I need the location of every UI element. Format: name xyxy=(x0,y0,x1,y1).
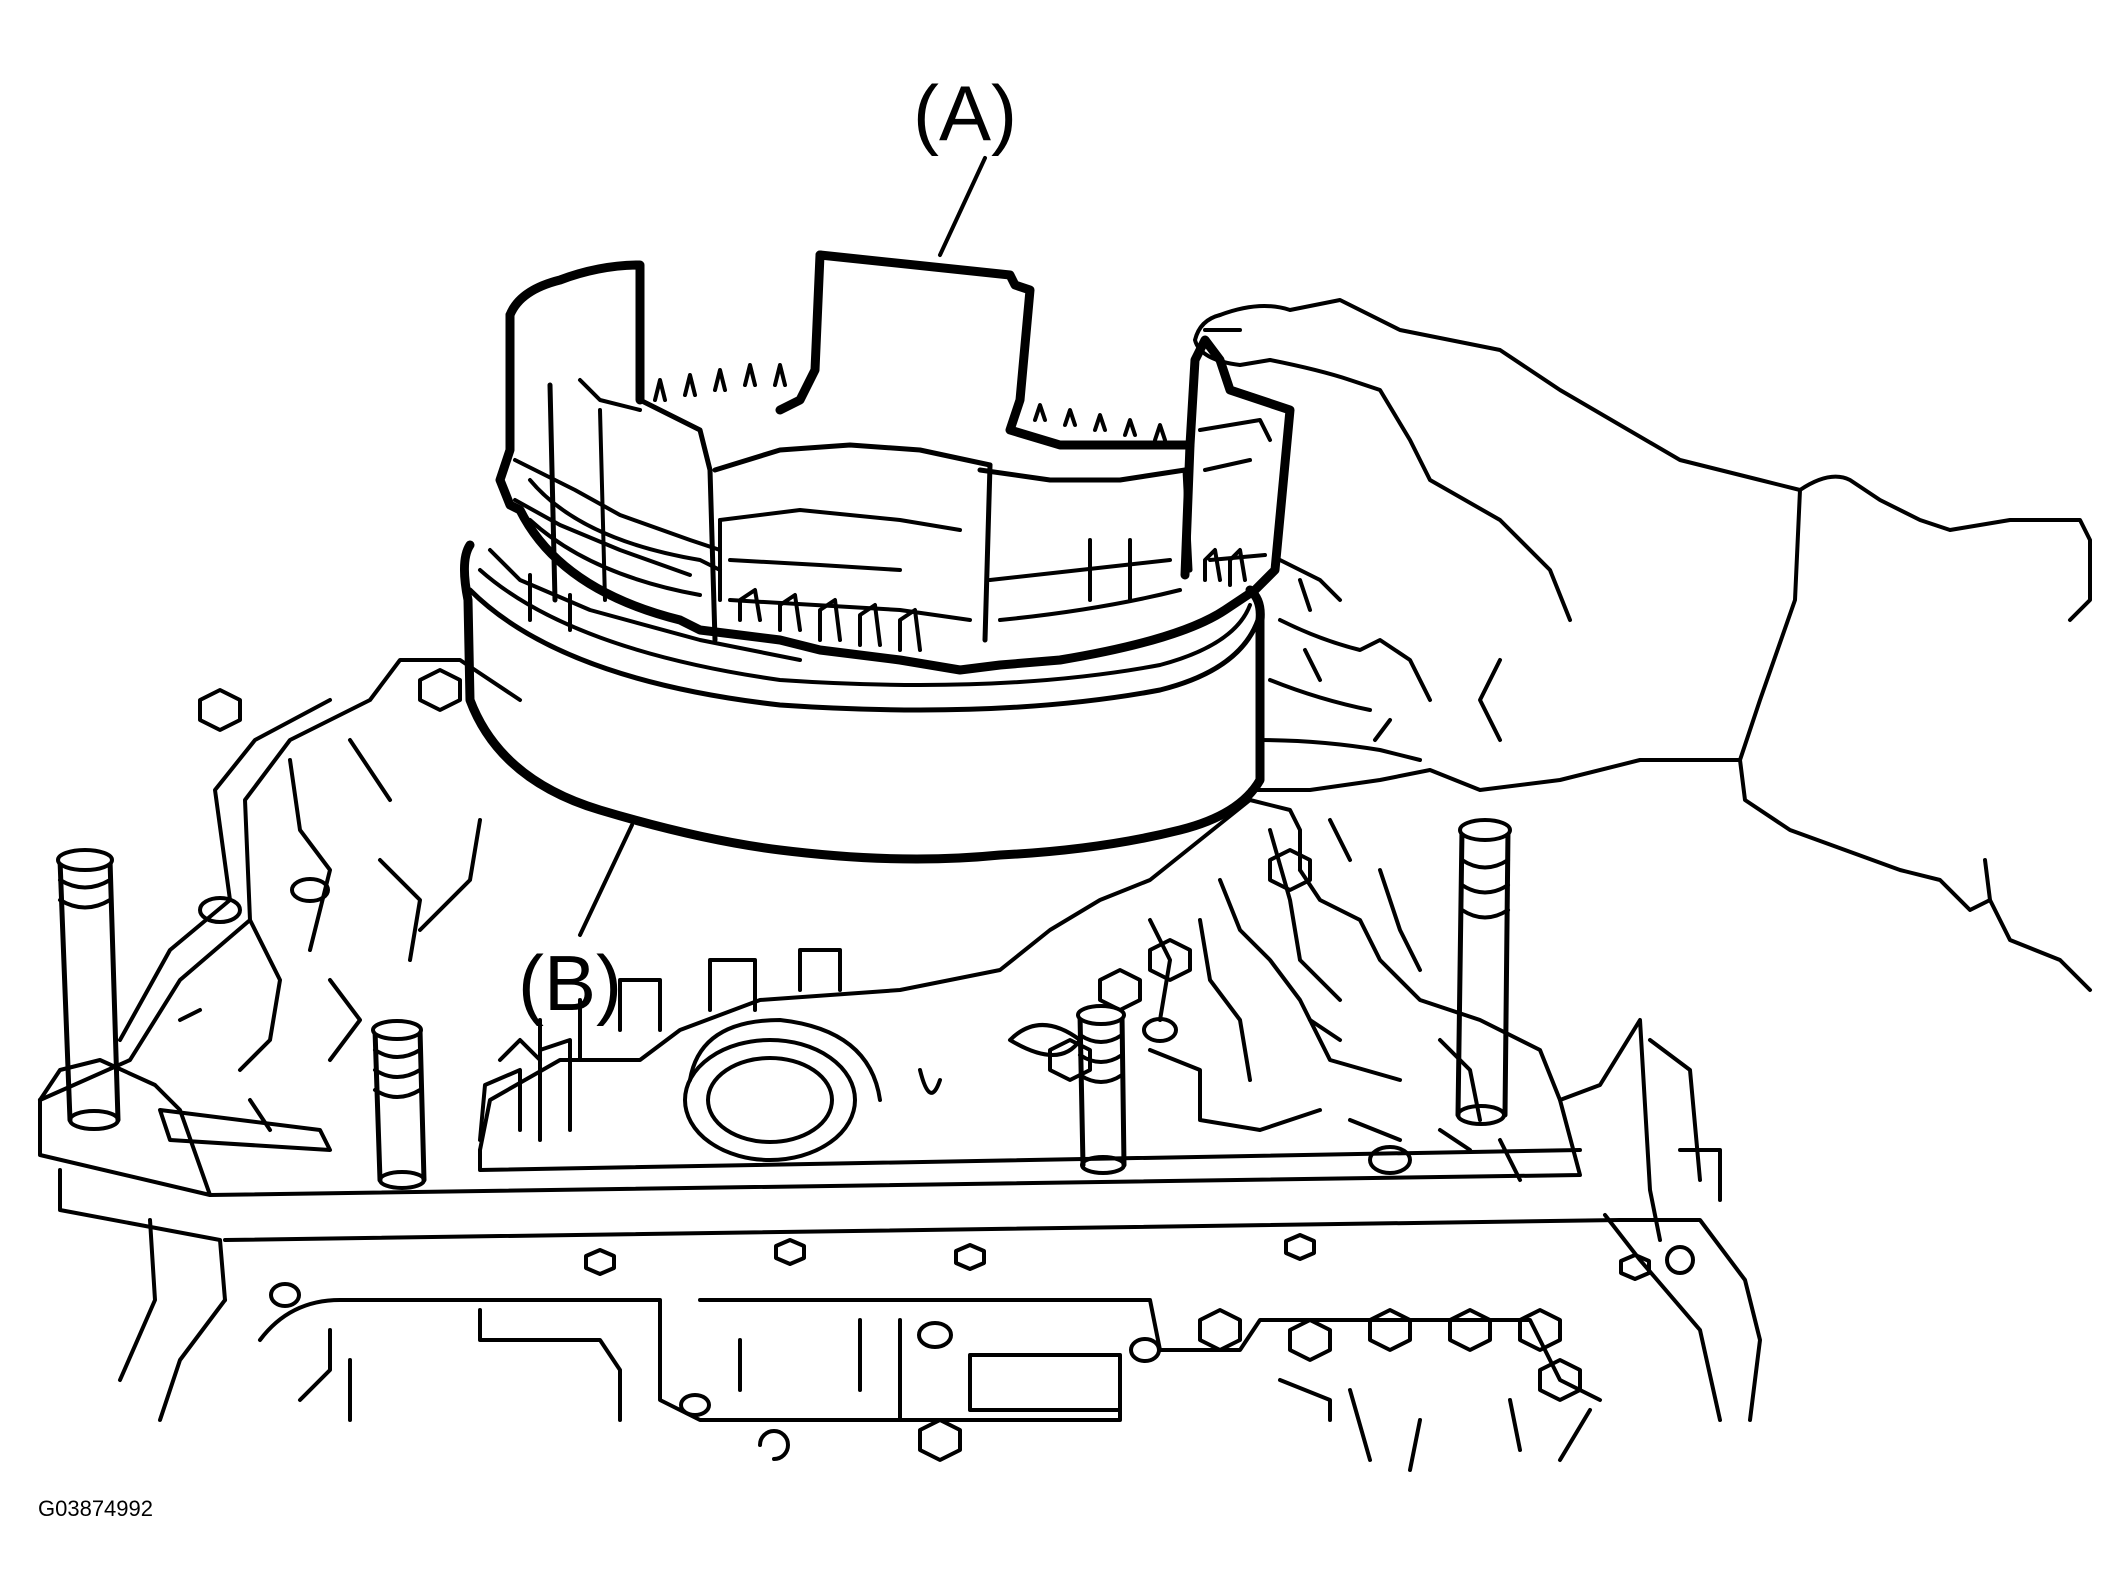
callout-a-label: (A) xyxy=(913,69,1017,157)
stud-bolt-left xyxy=(56,848,121,1131)
stud-bolt-center-left xyxy=(371,1019,427,1190)
figure-code: G03874992 xyxy=(38,1496,153,1521)
transmission-case xyxy=(38,1018,1762,1472)
valve-body-plate xyxy=(38,658,1582,1182)
callout-a: (A) xyxy=(913,69,1017,257)
part-a-clutch-hub xyxy=(495,250,1295,675)
stud-bolt-right xyxy=(1455,818,1512,1126)
callout-b: (B) xyxy=(518,823,634,1027)
part-b-drum xyxy=(460,540,1265,864)
stud-bolts xyxy=(56,818,1512,1190)
stud-bolt-center xyxy=(1076,1004,1127,1175)
callout-b-label: (B) xyxy=(518,939,622,1027)
technician-hand xyxy=(1193,298,2092,992)
